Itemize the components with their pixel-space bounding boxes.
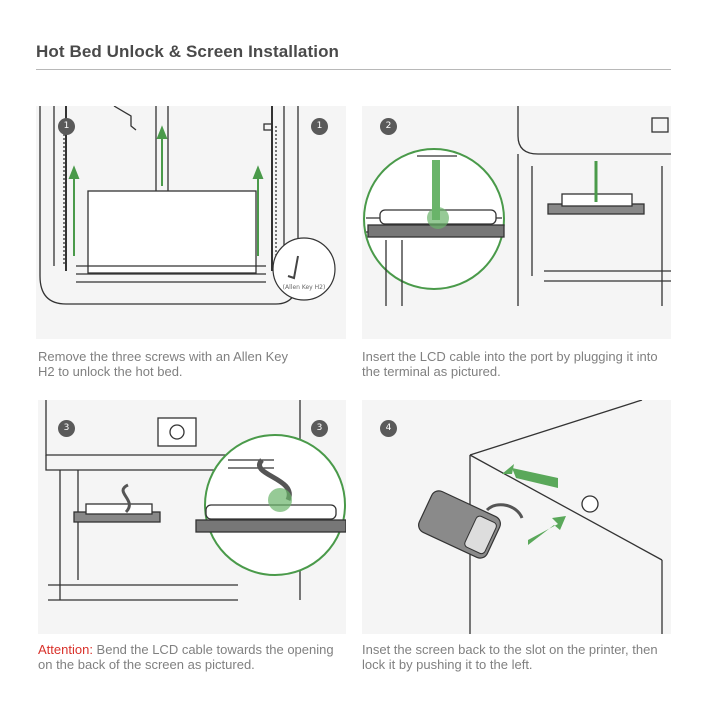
step-3-caption: Attention: Bend the LCD cable towards th… — [38, 642, 338, 672]
step-badge: 4 — [380, 420, 397, 437]
title-divider — [36, 69, 671, 70]
allen-key-callout — [272, 237, 336, 301]
lcd-screen — [418, 490, 501, 559]
step-4-illustration: 4 — [362, 400, 671, 634]
step-3-illustration: 3 3 — [38, 400, 346, 634]
screen-install-drawing — [418, 400, 663, 634]
printer-hotbed-drawing: (Allen Key H2) — [39, 106, 336, 305]
allen-key-label: (Allen Key H2) — [283, 284, 326, 291]
step-1-illustration: (Allen Key H2) 1 1 — [36, 106, 346, 339]
step-1-caption: Remove the three screws with an Allen Ke… — [38, 349, 289, 379]
step-badge: 3 — [58, 420, 75, 437]
step-badge-secondary: 1 — [311, 118, 328, 135]
step-3-caption-text: Bend the LCD cable towards the opening o… — [38, 642, 334, 672]
step-badge: 2 — [380, 118, 397, 135]
step-badge-secondary: 3 — [311, 420, 328, 437]
attention-label: Attention: — [38, 642, 93, 657]
step-badge: 1 — [58, 118, 75, 135]
lcd-cable-drawing — [363, 106, 671, 306]
page-title: Hot Bed Unlock & Screen Installation — [36, 42, 340, 61]
step-2-caption: Insert the LCD cable into the port by pl… — [362, 349, 658, 379]
step-2-illustration: 2 — [362, 106, 671, 339]
step-4-caption: Inset the screen back to the slot on the… — [362, 642, 658, 672]
cable-bend-drawing — [45, 400, 346, 601]
